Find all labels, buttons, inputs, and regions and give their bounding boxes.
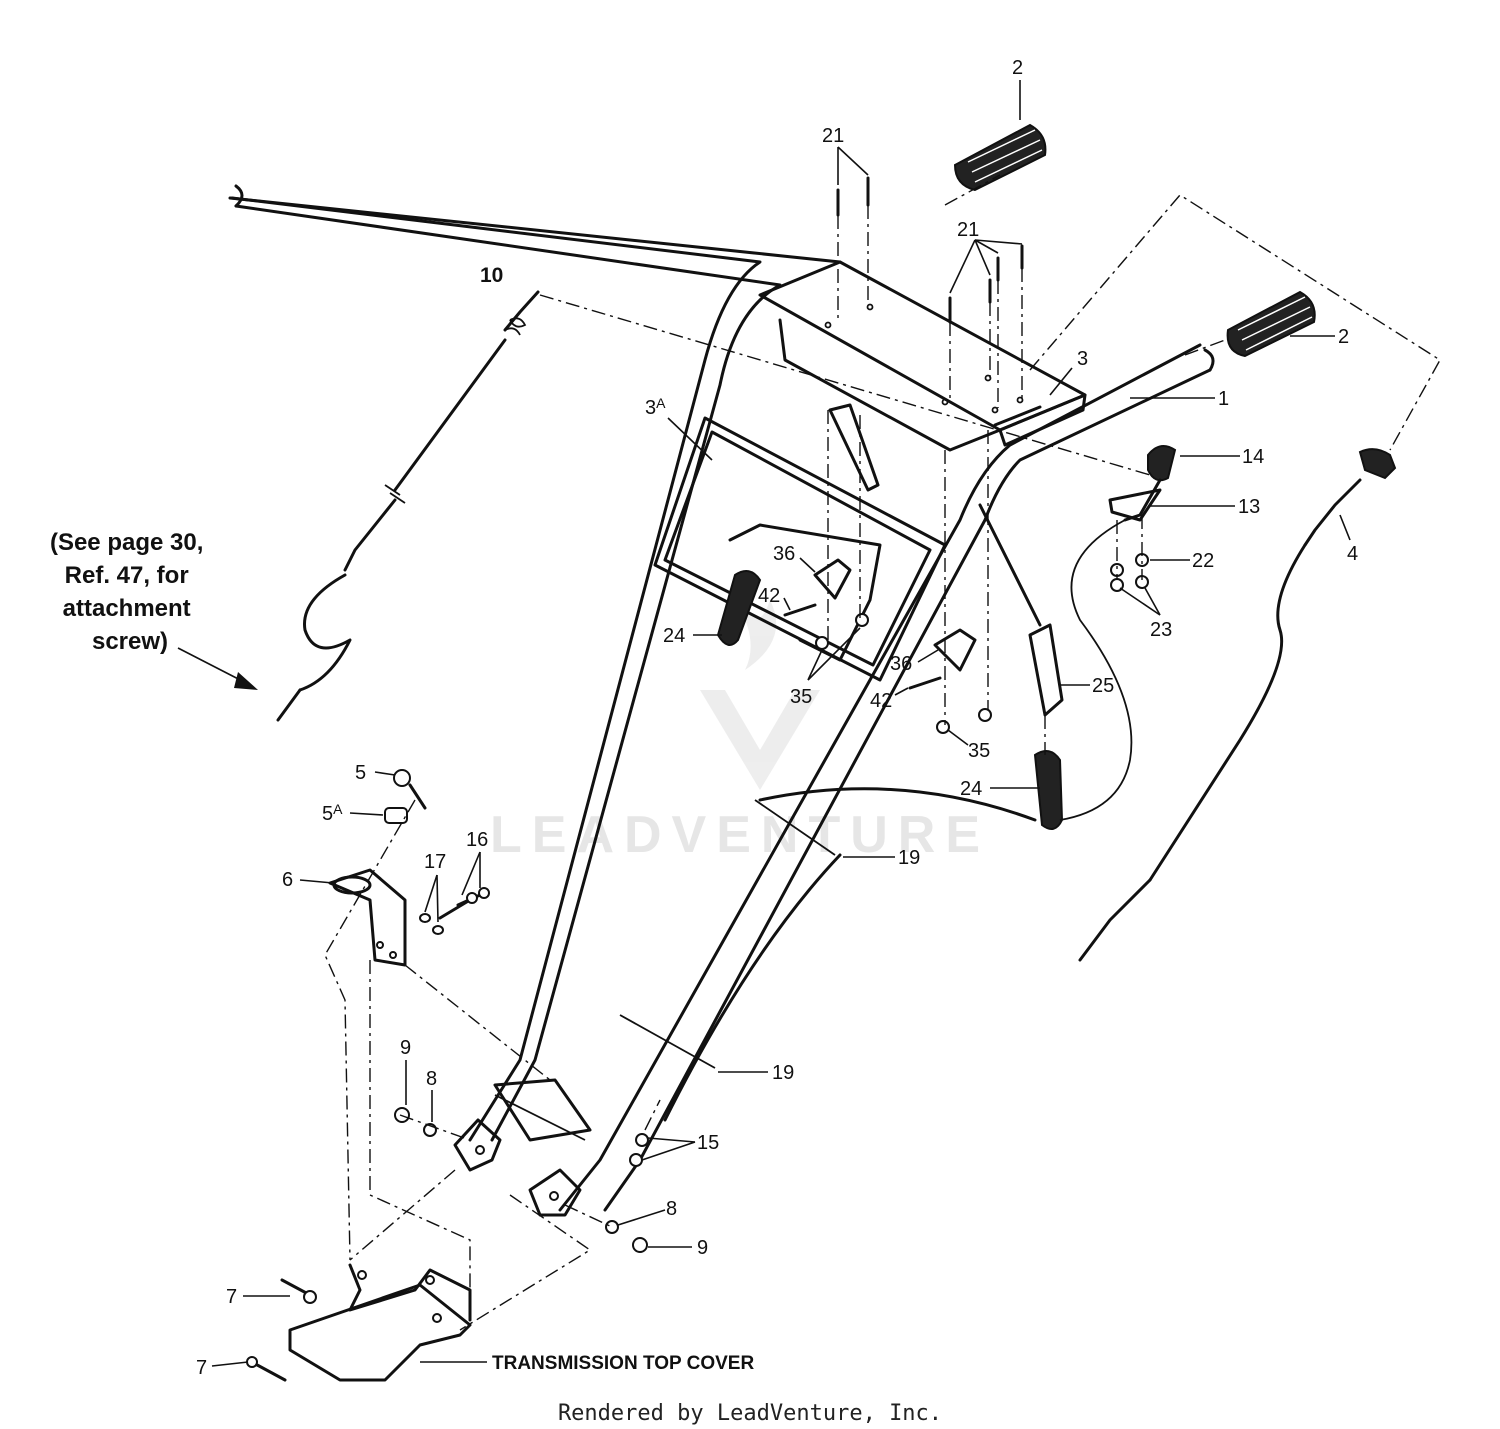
grip-part-2-top — [953, 123, 1047, 192]
label-16: 16 — [466, 829, 488, 851]
label-22: 22 — [1192, 550, 1214, 572]
bracket-part-36-left — [813, 558, 852, 600]
label-10: 10 — [480, 264, 503, 287]
label-7-top: 7 — [226, 1286, 237, 1308]
label-9-left: 9 — [400, 1037, 411, 1059]
hardware-items — [246, 176, 1149, 1382]
label-8-right: 8 — [666, 1198, 677, 1220]
label-4: 4 — [1347, 543, 1358, 565]
label-2-right: 2 — [1338, 326, 1349, 348]
label-3: 3 — [1077, 348, 1088, 370]
label-2-top: 2 — [1012, 57, 1023, 79]
label-8-left: 8 — [426, 1068, 437, 1090]
label-3a: 3A — [645, 395, 666, 419]
label-5: 5 — [355, 762, 366, 784]
label-35-right: 35 — [968, 740, 990, 762]
label-9-right: 9 — [697, 1237, 708, 1259]
cable-part-4 — [1078, 448, 1397, 962]
label-36-right: 36 — [890, 653, 912, 675]
note-line-1: (See page 30, — [50, 529, 203, 556]
cable-clip-19-b — [619, 1014, 716, 1069]
label-1: 1 — [1218, 388, 1229, 410]
label-21-panel: 21 — [957, 219, 979, 241]
label-5a-num: 5 — [322, 803, 333, 825]
label-7-bottom: 7 — [196, 1357, 207, 1379]
label-14: 14 — [1242, 446, 1264, 468]
note-arrow — [177, 647, 258, 690]
cable-part-19 — [663, 787, 1037, 1122]
cable-part-10 — [276, 290, 540, 722]
label-19-top: 19 — [898, 847, 920, 869]
cable-lever-13 — [1059, 519, 1133, 821]
transmission-cover-caption: TRANSMISSION TOP COVER — [492, 1353, 754, 1374]
label-24-right: 24 — [960, 778, 982, 800]
note-line-2: Ref. 47, for — [65, 562, 189, 589]
transmission-top-cover — [288, 1263, 472, 1382]
part-labels: 2 21 21 10 2 3 3A 1 14 13 4 22 23 36 42 … — [196, 57, 1358, 1379]
bracket-part-6 — [328, 868, 407, 967]
cable-clip-19-a — [754, 799, 836, 856]
label-13: 13 — [1238, 496, 1260, 518]
decal-part-3a — [653, 416, 947, 682]
lever-grip-part-24-left — [716, 570, 762, 646]
label-23: 23 — [1150, 619, 1172, 641]
label-5a-sup: A — [333, 801, 343, 817]
label-24-left: 24 — [663, 625, 685, 647]
label-42-right: 42 — [870, 690, 892, 712]
footer-credit: Rendered by LeadVenture, Inc. — [558, 1401, 942, 1426]
watermark-text: LEADVENTURE — [490, 806, 990, 864]
leader-lines — [211, 80, 1351, 1367]
control-panel-part-3 — [758, 260, 1087, 452]
control-lever-part-13-14 — [1108, 445, 1177, 522]
label-15: 15 — [697, 1132, 719, 1154]
alignment-lines — [324, 174, 1441, 1331]
label-3a-sup: A — [656, 395, 666, 411]
bracket-part-36-right — [933, 628, 977, 672]
label-17: 17 — [424, 851, 446, 873]
label-21-top: 21 — [822, 125, 844, 147]
lever-part-25-arm — [978, 503, 1042, 627]
lever-part-25 — [1028, 623, 1064, 717]
note-line-3: attachment — [63, 595, 191, 622]
note-text: (See page 30, Ref. 47, for attachment sc… — [50, 529, 210, 655]
lever-grip-part-24-right — [1033, 750, 1064, 830]
label-35-left: 35 — [790, 686, 812, 708]
panel-bracket — [828, 403, 880, 492]
label-42-left: 42 — [758, 585, 780, 607]
label-25: 25 — [1092, 675, 1114, 697]
grip-part-2-right — [1226, 290, 1316, 358]
label-36-left: 36 — [773, 543, 795, 565]
label-6: 6 — [282, 869, 293, 891]
label-19-bottom: 19 — [772, 1062, 794, 1084]
lever-bracket-left — [728, 523, 882, 662]
label-3a-num: 3 — [645, 397, 656, 419]
label-5a: 5A — [322, 801, 343, 825]
note-line-4: screw) — [92, 628, 168, 655]
handle-assembly — [228, 184, 1215, 1217]
